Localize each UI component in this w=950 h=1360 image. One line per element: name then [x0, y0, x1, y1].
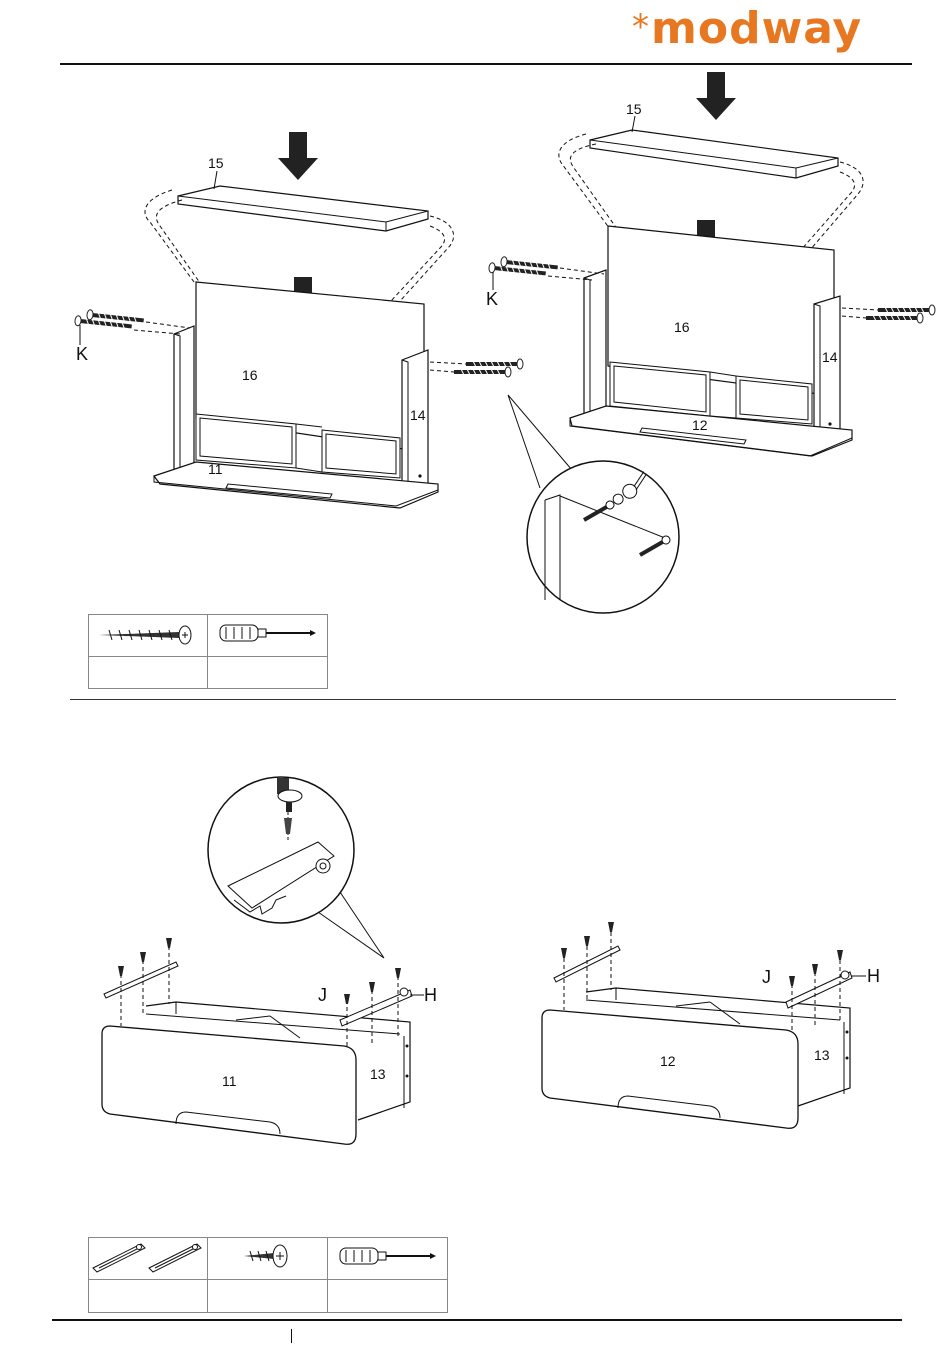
screwdriver-icon	[208, 615, 327, 651]
bottom-left-drawer: J H 11 13	[102, 777, 437, 1144]
part-label-13: 13	[370, 1066, 386, 1082]
screw-label-j: J	[318, 985, 327, 1005]
tool-cell	[208, 615, 328, 657]
part-label-12: 12	[692, 417, 708, 433]
drawer-rails-icon	[89, 1238, 207, 1274]
screw-label-j: J	[762, 967, 771, 987]
part-label-14: 14	[410, 407, 426, 423]
tools-table-top	[88, 614, 328, 689]
tool-cell	[328, 1238, 448, 1280]
tool-qty-cell	[89, 657, 208, 689]
screw-label-k: K	[76, 344, 88, 364]
tools-table-bottom	[88, 1237, 448, 1313]
top-right-assembly: 15 16 14 12 K	[486, 72, 935, 456]
part-label-11: 11	[222, 1073, 237, 1089]
tool-qty-cell	[208, 1280, 328, 1313]
part-label-13: 13	[814, 1047, 830, 1063]
long-screw-icon	[89, 615, 207, 651]
screwdriver-icon	[328, 1238, 447, 1274]
down-arrow-icon	[696, 72, 736, 120]
rail-label-h: H	[424, 985, 437, 1005]
down-arrow-icon	[278, 132, 318, 180]
tool-cell	[89, 615, 208, 657]
tool-cell	[89, 1238, 208, 1280]
part-label-15: 15	[208, 155, 224, 171]
part-label-16: 16	[242, 367, 258, 383]
rail-label-h: H	[867, 966, 880, 986]
tool-qty-cell	[208, 657, 328, 689]
screw-label-k: K	[486, 289, 498, 309]
part-label-15: 15	[626, 101, 642, 117]
tool-qty-cell	[328, 1280, 448, 1313]
part-label-12: 12	[660, 1053, 676, 1069]
tool-qty-cell	[89, 1280, 208, 1313]
short-screw-icon	[208, 1238, 327, 1274]
part-label-11: 11	[208, 461, 223, 477]
tool-cell	[208, 1238, 328, 1280]
bottom-right-drawer: J H 12 13	[542, 922, 880, 1128]
part-label-14: 14	[822, 349, 838, 365]
part-label-16: 16	[674, 319, 690, 335]
